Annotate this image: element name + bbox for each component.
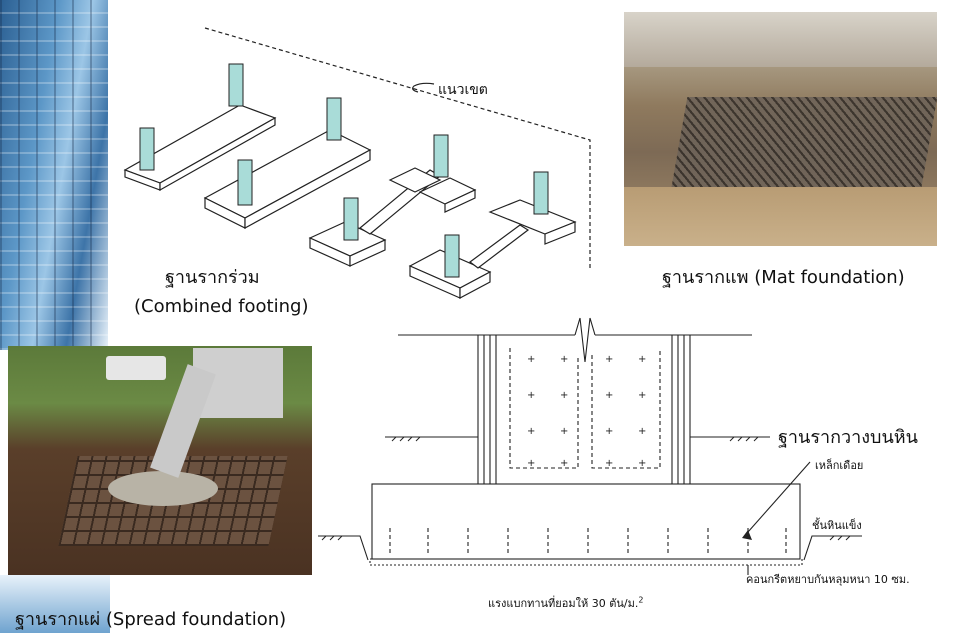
svg-text:+: + — [605, 426, 613, 437]
svg-text:+: + — [527, 458, 535, 469]
mat-foundation-label: ฐานรากแพ (Mat foundation) — [662, 267, 905, 288]
svg-text:+: + — [638, 390, 646, 401]
hard-rock-label: ชั้นหินแข็ง — [812, 519, 862, 532]
svg-text:+: + — [605, 458, 613, 469]
svg-text:+: + — [605, 390, 613, 401]
rebar-label: เหล็กเดือย — [815, 459, 864, 472]
svg-text:+: + — [527, 354, 535, 365]
glass-tower-strip — [0, 0, 108, 350]
rock-footing-label: ฐานรากวางบนหิน — [778, 427, 918, 448]
boundary-label: แนวเขต — [438, 82, 488, 98]
svg-text:+: + — [560, 354, 568, 365]
bearing-superscript: 2 — [638, 595, 644, 605]
spread-foundation-photo — [8, 346, 312, 575]
combined-footing-thai-label: ฐานรากร่วม — [165, 267, 260, 288]
spread-foundation-label: ฐานรากแผ่ (Spread foundation) — [15, 609, 287, 630]
lean-concrete-label: คอนกรีตหยาบกันหลุมหนา 10 ซม. — [746, 573, 910, 586]
svg-text:+: + — [638, 458, 646, 469]
bearing-capacity-label: แรงแบกทานที่ยอมให้ 30 ตัน/ม.2 — [488, 595, 644, 610]
mat-foundation-photo — [624, 12, 937, 246]
svg-text:+: + — [560, 390, 568, 401]
svg-text:+: + — [560, 458, 568, 469]
glass-tower-bottom — [0, 575, 110, 633]
svg-text:+: + — [638, 354, 646, 365]
svg-text:+: + — [560, 426, 568, 437]
svg-text:+: + — [527, 390, 535, 401]
svg-text:+: + — [527, 426, 535, 437]
combined-footing-en-label: (Combined footing) — [134, 296, 309, 317]
svg-text:+: + — [605, 354, 613, 365]
svg-text:+: + — [638, 426, 646, 437]
